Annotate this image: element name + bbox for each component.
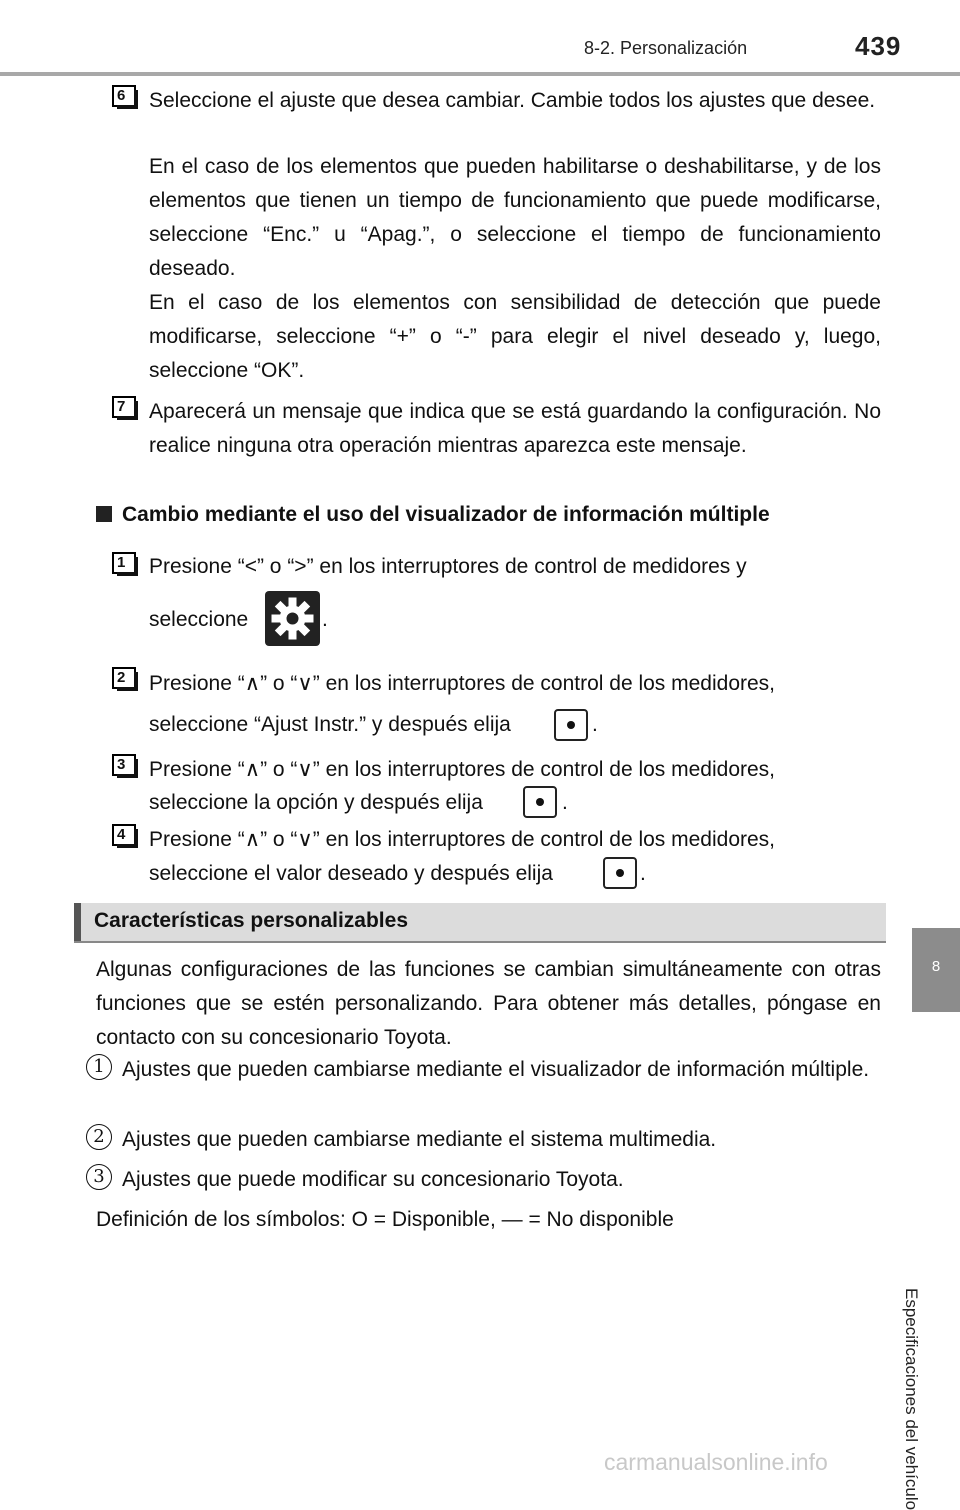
step-badge: 1	[112, 552, 138, 576]
step-text: Presione “∧” o “∨” en los interruptores …	[149, 758, 776, 781]
step-badge: 6	[112, 85, 138, 109]
page-number: 439	[855, 31, 902, 61]
enter-button-icon	[523, 786, 557, 818]
watermark: carmanualsonline.info	[604, 1449, 828, 1475]
circled-number-icon: 1	[86, 1054, 112, 1080]
step-badge: 7	[112, 396, 138, 420]
list-item: Ajustes que pueden cambiarse mediante el…	[122, 1058, 870, 1081]
step-text: seleccione “Ajust Instr.” y después elij…	[149, 713, 511, 736]
section-accent	[74, 903, 81, 941]
step-text: seleccione	[149, 608, 249, 631]
step-badge: 4	[112, 824, 138, 848]
list-item: Ajustes que pueden cambiarse mediante el…	[122, 1128, 717, 1151]
circled-number-icon: 3	[86, 1164, 112, 1190]
step-badge: 2	[112, 667, 138, 691]
list-item: Ajustes que puede modificar su concesion…	[122, 1168, 624, 1191]
step-text: .	[592, 713, 598, 736]
enter-button-icon	[554, 709, 588, 741]
symbol-definition: Definición de los símbolos: O = Disponib…	[96, 1208, 674, 1231]
chapter-number: 8	[931, 958, 941, 975]
section-title: Características personalizables	[94, 909, 408, 932]
step-text: En el caso de los elementos con sensibil…	[149, 291, 881, 382]
header-rule	[0, 72, 960, 76]
step-text: Seleccione el ajuste que desea cambiar. …	[149, 89, 876, 112]
header-section-title: 8-2. Personalización	[584, 38, 748, 58]
section-header: Características personalizables	[74, 903, 886, 943]
step-text: seleccione la opción y después elija	[149, 791, 483, 814]
gear-icon	[265, 591, 320, 646]
subheading: Cambio mediante el uso del visualizador …	[96, 503, 770, 527]
section-intro: Algunas configuraciones de las funciones…	[96, 958, 881, 1049]
step-text: .	[562, 791, 568, 814]
step-text: Presione “<” o “>” en los interruptores …	[149, 555, 747, 578]
step-badge: 3	[112, 754, 138, 778]
step-text: .	[322, 608, 328, 631]
step-text: .	[640, 862, 646, 885]
step-text: En el caso de los elementos que pueden h…	[149, 155, 881, 280]
chapter-title: Especificaciones del vehículo	[902, 1288, 921, 1510]
circled-number-icon: 2	[86, 1124, 112, 1150]
step-text: seleccione el valor deseado y después el…	[149, 862, 553, 885]
step-text: Presione “∧” o “∨” en los interruptores …	[149, 828, 776, 851]
step-text: Aparecerá un mensaje que indica que se e…	[149, 400, 881, 457]
section-underline	[74, 941, 886, 943]
enter-button-icon	[603, 857, 637, 889]
square-bullet-icon	[96, 506, 112, 522]
step-text: Presione “∧” o “∨” en los interruptores …	[149, 672, 776, 695]
chapter-tab: 8	[912, 928, 960, 1012]
